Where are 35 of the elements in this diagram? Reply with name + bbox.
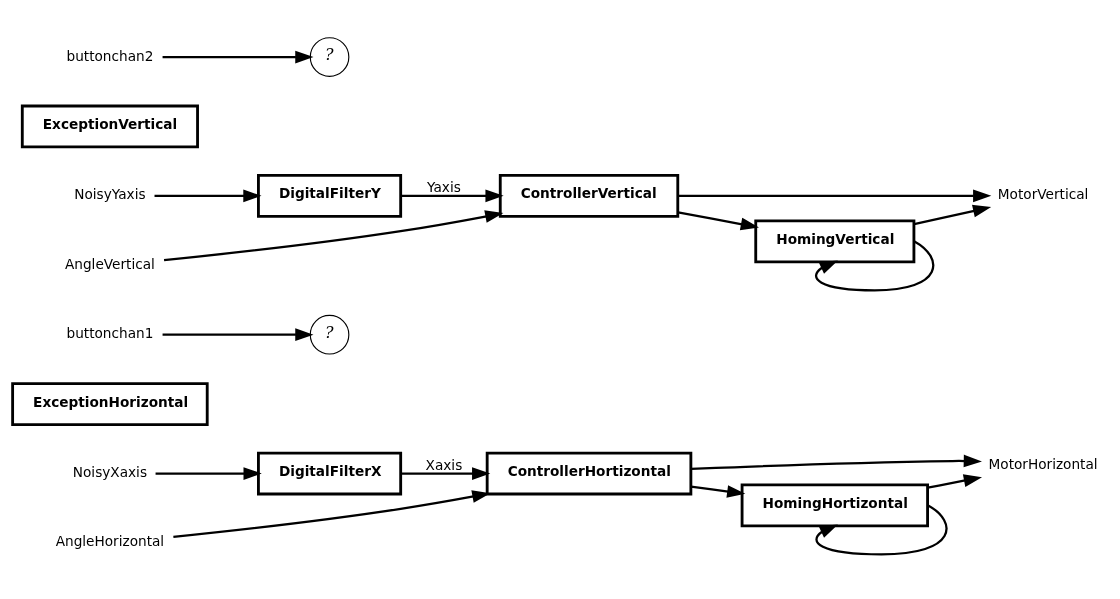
node-box: ControllerVertical: [498, 173, 680, 218]
node-box: HomingHortizontal: [740, 483, 929, 527]
node-box: ExceptionHorizontal: [11, 381, 209, 426]
arrow: [913, 204, 992, 225]
arrow: [162, 50, 314, 63]
arrow: [815, 239, 935, 291]
node-text: buttonchan2: [66, 47, 154, 64]
arrow: [815, 503, 948, 555]
node-box: DigitalFilterX: [257, 451, 403, 495]
arrow: [691, 454, 982, 470]
node-circle: ?: [309, 314, 350, 355]
arrow: [155, 466, 262, 480]
node-text: AngleHorizontal: [55, 532, 165, 549]
arrow: [927, 473, 982, 489]
node-text: NoisyXaxis: [72, 463, 148, 480]
node-box: HomingVertical: [754, 219, 916, 263]
arrow: [690, 484, 746, 498]
node-text: MotorVertical: [997, 185, 1089, 202]
node-box: DigitalFilterY: [257, 173, 403, 218]
node-circle: ?: [309, 36, 350, 77]
arrow: [401, 466, 491, 480]
arrow: [401, 189, 504, 202]
node-text: AngleVertical: [64, 255, 155, 272]
arrow: [677, 210, 759, 230]
arrow: [163, 209, 504, 261]
arrow: [162, 327, 314, 341]
edge-label: Yaxis: [427, 178, 461, 195]
node-text: MotorHorizontal: [988, 455, 1098, 472]
node-box: ControllerHortizontal: [485, 451, 693, 495]
arrow: [677, 189, 992, 202]
node-text: buttonchan1: [66, 324, 154, 341]
arrow: [154, 189, 262, 202]
node-text: NoisyYaxis: [74, 185, 146, 202]
edge-label: Xaxis: [425, 456, 463, 473]
node-box: ExceptionVertical: [20, 104, 199, 148]
